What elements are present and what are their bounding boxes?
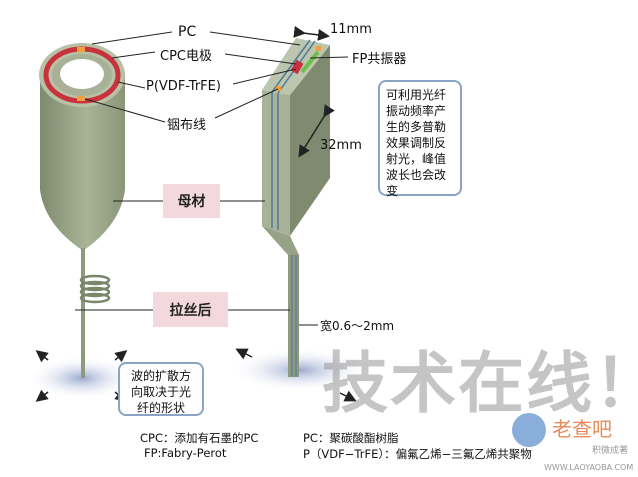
slab-preform [262,38,330,377]
label-pc: PC [178,24,197,40]
legend-fp: FP:Fabry-Perot [144,446,227,460]
wave-direction-callout: 波的扩散方向取决于光纤的形状 [118,362,204,416]
preform-box: 母材 [163,184,220,218]
legend-pvdf: P（VDF−TrFE）：偏氟乙烯−三氟乙烯共聚物 [303,447,532,461]
label-pvdf: P(VDF-TrFE) [146,79,221,94]
leader-lines [75,31,349,326]
dimension-arrows [35,25,357,402]
logo-circle-icon [512,413,546,447]
logo-name: 老查吧 [552,417,612,441]
label-cpc-electrode: CPC电极 [160,49,212,64]
label-fp-resonator: FP共振器 [352,52,407,67]
legend-pc: PC：聚碳酸酯树脂 [303,431,399,445]
wave-ripple-right [230,348,370,392]
doppler-callout: 可利用光纤振动频率产生的多普勒效果调制反射光，峰值波长也会改变 [378,80,462,198]
legend-cpc: CPC：添加有石墨的PC [140,431,259,445]
label-fiber-width: 宽0.6～2mm [320,319,395,333]
watermark: 技术在线！ [322,345,638,422]
drawn-box: 拉丝后 [153,292,228,327]
label-indium-wiring: 铟布线 [167,118,207,133]
logo-tagline: 积微成著 [592,446,629,456]
label-11mm: 11mm [330,22,372,37]
label-32mm: 32mm [320,138,362,153]
logo-url: WWW.LAOYAOBA.COM [544,463,634,472]
cylindrical-preform [39,43,125,378]
